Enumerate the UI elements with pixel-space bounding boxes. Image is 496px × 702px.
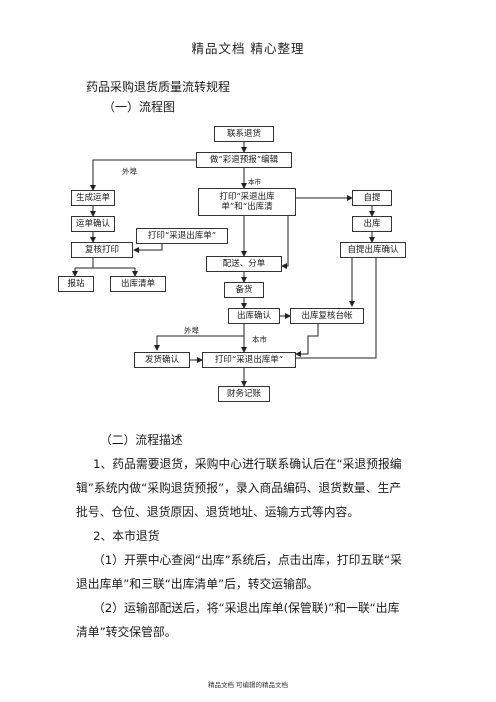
flow-box-outbound-confirm: 出库确认 [228,308,280,324]
flow-box-outbound-list: 出库清单 [110,276,166,292]
document-title: 药品采购退货质量流转规程 [86,80,231,94]
flow-box-create-waybill: 生成运单 [71,190,115,206]
flow-box-report-station: 报站 [58,276,94,292]
flow-label-outer-region-top: 外埠 [122,167,137,176]
paragraph-line-3: 批号、仓位、退货原因、退货地址、运输方式等内容。 [76,505,360,519]
flow-label-local-bottom: 本市 [252,335,267,344]
flow-box-print-return-docs: 打印“采退出库 单”和“出库清 [198,188,296,216]
paragraph-line-7: （2）运输部配送后，将“采退出库单(保管联)”和一联“出库 [93,601,400,615]
flow-box-recheck-print: 复核打印 [71,242,133,258]
section-heading-description: （二）流程描述 [100,433,183,447]
paragraph-line-8: 清单”转交保管部。 [76,625,177,639]
paragraph-line-6: 退出库单”和三联“出库清单”后，转交运输部。 [76,577,319,591]
flow-box-deliver-sort: 配送、分单 [206,256,282,272]
flow-label-outer-region-bottom: 外埠 [184,326,199,335]
flow-box-print-return-docs-line2: 单”和“出库清 [221,202,273,212]
flow-box-waybill-confirm: 运单确认 [71,216,115,232]
flow-label-local-top: 本市 [248,178,261,186]
flow-box-print-return-slip-final: 打印“采退出库单” [202,352,296,368]
flow-box-self-pickup: 自提 [352,190,392,206]
flow-box-print-return-slip: 打印“采退出库单” [136,228,228,244]
flow-box-prepare-goods: 备货 [224,282,264,298]
flow-box-print-return-docs-line1: 打印“采退出库 [219,192,275,202]
paragraph-line-4: 2、本市退货 [93,529,160,543]
flow-box-outbound: 出库 [352,216,392,232]
paragraph-line-5: （1）开票中心查阅“出库”系统后，点击出库，打印五联“采 [93,553,402,567]
flow-box-return-forecast-edit: 做“彩退预报”编辑 [196,152,292,168]
section-heading-flowchart: （一）流程图 [103,100,176,114]
page-header: 精品文档 精心整理 [191,41,305,56]
page-footer: 精品文档 可编辑的精品文档 [207,681,289,689]
paragraph-line-2: 辑”系统内做“采购退货预报”，录入商品编码、退货数量、生产 [76,481,402,495]
flow-box-contact-return: 联系退货 [214,126,274,142]
flow-box-finance-bookkeeping: 财务记账 [218,386,270,402]
paragraph-line-1: 1、药品需要退货，采购中心进行联系确认后在“采退预报编 [93,457,402,471]
flow-box-self-outbound-confirm: 自提出库确认 [340,242,406,258]
flow-box-shipment-confirm: 发货确认 [134,352,190,368]
flow-box-outbound-recheck-ledger: 出库复核台帐 [290,308,364,324]
